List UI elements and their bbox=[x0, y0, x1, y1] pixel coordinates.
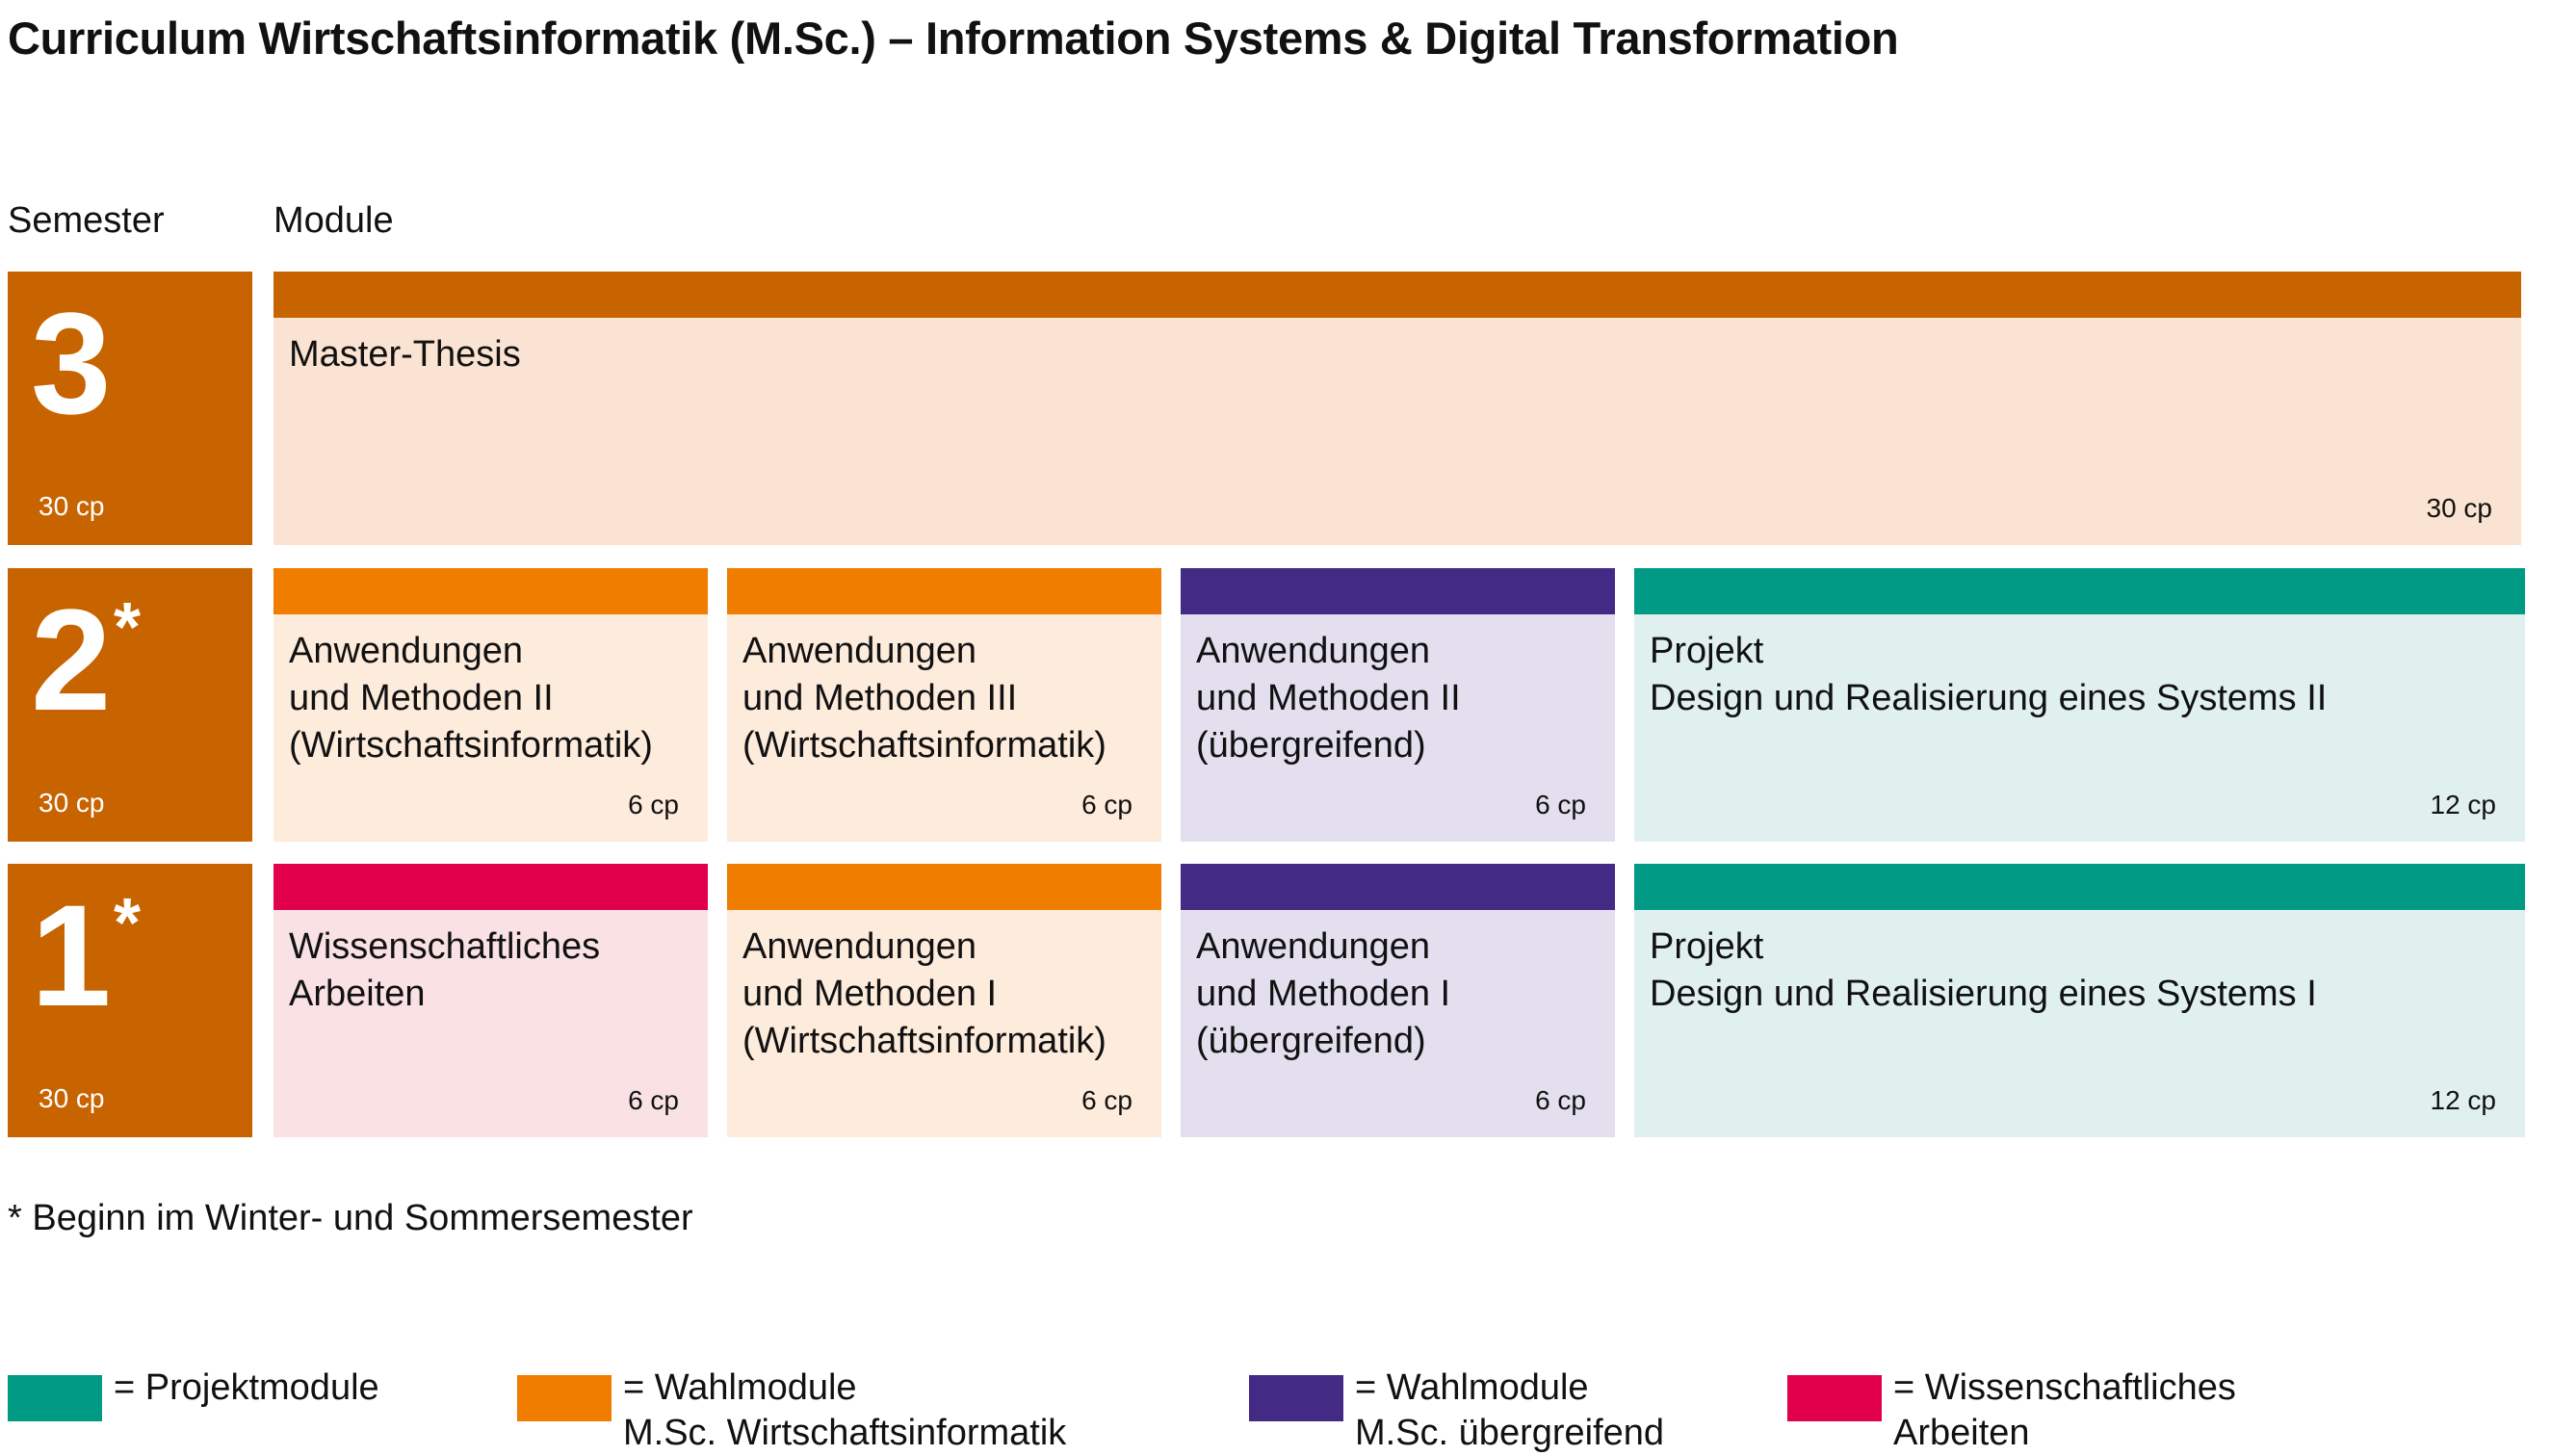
module-title-line: Anwendungen bbox=[1196, 631, 1430, 671]
legend-label-line: = Wissenschaftliches bbox=[1893, 1367, 2236, 1408]
module-title-line: Anwendungen bbox=[1196, 926, 1430, 967]
module-title: Anwendungen und Methoden III (Wirtschaftsi… bbox=[742, 628, 1106, 769]
module-title-line: Master-Thesis bbox=[289, 334, 521, 375]
module-title-line: Projekt bbox=[1650, 631, 1764, 671]
module-title-line: Projekt bbox=[1650, 926, 1764, 967]
module-title-line: Design und Realisierung eines Systems II bbox=[1650, 678, 2328, 718]
module-credit-points: 6 cp bbox=[1081, 1085, 1132, 1115]
page-title: Curriculum Wirtschaftsinformatik (M.Sc.)… bbox=[8, 13, 1899, 64]
module-title-line: (Wirtschaftsinformatik) bbox=[742, 725, 1106, 766]
module-title: Anwendungen und Methoden II (übergreifend) bbox=[1196, 628, 1461, 769]
module-title-line: (übergreifend) bbox=[1196, 725, 1426, 766]
module-card: Anwendungen und Methoden I (Wirtschaftsinf… bbox=[727, 864, 1161, 1137]
legend-label-line: = Projektmodule bbox=[114, 1367, 379, 1408]
module-credit-points: 12 cp bbox=[2430, 790, 2497, 819]
semester-number: 3 bbox=[31, 282, 112, 444]
module-card: Anwendungen und Methoden I (übergreifend) 6… bbox=[1181, 864, 1615, 1137]
module-title-line: und Methoden II bbox=[1196, 678, 1461, 718]
module-card: Master-Thesis 30 cp bbox=[273, 272, 2521, 545]
module-title-line: Anwendungen bbox=[742, 631, 976, 671]
semester-credit-points: 30 cp bbox=[39, 1083, 105, 1113]
footnote: * Beginn im Winter- und Sommersemester bbox=[8, 1198, 693, 1238]
module-category-bar bbox=[1634, 864, 2525, 910]
module-category-bar bbox=[273, 272, 2521, 318]
module-category-bar bbox=[727, 568, 1161, 614]
module-title: Master-Thesis bbox=[289, 331, 521, 378]
module-card: Anwendungen und Methoden II (übergreifend)… bbox=[1181, 568, 1615, 842]
module-title: Anwendungen und Methoden I (übergreifend) bbox=[1196, 923, 1450, 1065]
module-title-line: und Methoden II bbox=[289, 678, 554, 718]
legend-swatch bbox=[1787, 1375, 1882, 1421]
semester-column-header: Semester bbox=[8, 200, 165, 241]
module-title: Anwendungen und Methoden I (Wirtschaftsinf… bbox=[742, 923, 1106, 1065]
semester-number: 1 bbox=[31, 874, 112, 1036]
semester-number: 2 bbox=[31, 579, 112, 741]
module-card: Anwendungen und Methoden III (Wirtschaftsi… bbox=[727, 568, 1161, 842]
legend-swatch bbox=[517, 1375, 612, 1421]
module-title-line: Arbeiten bbox=[289, 974, 426, 1014]
module-category-bar bbox=[1181, 864, 1615, 910]
semester-box-1: 1* 30 cp bbox=[8, 864, 252, 1137]
semester-box-2: 2* 30 cp bbox=[8, 568, 252, 842]
module-column-header: Module bbox=[273, 200, 394, 241]
semester-credit-points: 30 cp bbox=[39, 491, 105, 521]
module-category-bar bbox=[1181, 568, 1615, 614]
module-credit-points: 6 cp bbox=[628, 790, 679, 819]
legend-label-line: = Wahlmodule bbox=[623, 1367, 857, 1408]
module-title: Anwendungen und Methoden II (Wirtschaftsin… bbox=[289, 628, 653, 769]
module-credit-points: 6 cp bbox=[1081, 790, 1132, 819]
legend-label: = Projektmodule bbox=[114, 1365, 379, 1411]
legend-swatch bbox=[8, 1375, 102, 1421]
module-credit-points: 6 cp bbox=[1535, 790, 1586, 819]
module-category-bar bbox=[273, 568, 708, 614]
module-title-line: und Methoden I bbox=[742, 974, 998, 1014]
module-title-line: Design und Realisierung eines Systems I bbox=[1650, 974, 2317, 1014]
module-category-bar bbox=[1634, 568, 2525, 614]
legend-label-line: = Wahlmodule bbox=[1355, 1367, 1589, 1408]
semester-footnote-marker: * bbox=[114, 885, 142, 962]
module-title-line: Wissenschaftliches bbox=[289, 926, 601, 967]
legend-swatch bbox=[1249, 1375, 1343, 1421]
module-credit-points: 12 cp bbox=[2430, 1085, 2497, 1115]
module-title-line: (Wirtschaftsinformatik) bbox=[742, 1021, 1106, 1061]
module-title-line: Anwendungen bbox=[742, 926, 976, 967]
module-title-line: und Methoden I bbox=[1196, 974, 1451, 1014]
semester-footnote-marker: * bbox=[114, 589, 142, 666]
module-credit-points: 6 cp bbox=[628, 1085, 679, 1115]
module-category-bar bbox=[727, 864, 1161, 910]
module-credit-points: 6 cp bbox=[1535, 1085, 1586, 1115]
module-title-line: Anwendungen bbox=[289, 631, 523, 671]
semester-box-3: 3 30 cp bbox=[8, 272, 252, 545]
module-title-line: und Methoden III bbox=[742, 678, 1018, 718]
module-title-line: (übergreifend) bbox=[1196, 1021, 1426, 1061]
module-title-line: (Wirtschaftsinformatik) bbox=[289, 725, 653, 766]
module-category-bar bbox=[273, 864, 708, 910]
module-card: Anwendungen und Methoden II (Wirtschaftsin… bbox=[273, 568, 708, 842]
module-credit-points: 30 cp bbox=[2426, 493, 2493, 523]
semester-credit-points: 30 cp bbox=[39, 788, 105, 818]
